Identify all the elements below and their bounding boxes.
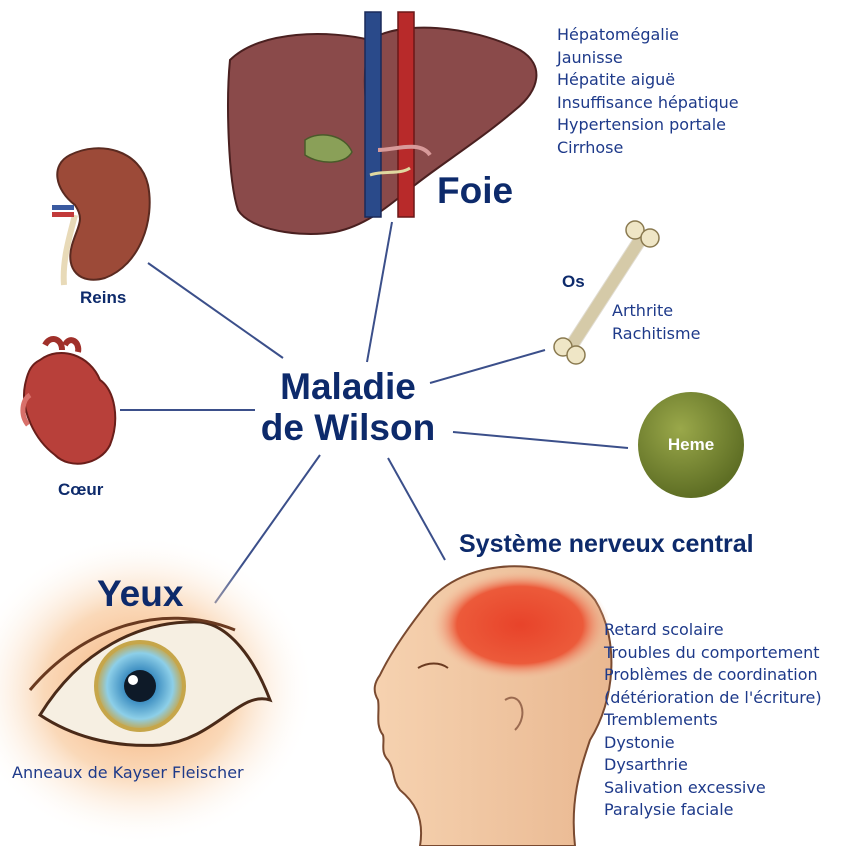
snc-symptom-list: Retard scolaire Troubles du comportement… [604, 619, 822, 822]
connector-reins [148, 263, 283, 358]
list-item: Dystonie [604, 732, 822, 755]
heme-label: Heme [638, 435, 744, 455]
connector-heme [453, 432, 628, 448]
coeur-label: Cœur [58, 480, 103, 500]
heart-illustration [23, 339, 115, 464]
kidney-illustration [52, 148, 150, 285]
list-item: Hypertension portale [557, 114, 739, 137]
os-label: Os [562, 272, 585, 292]
title-line-1: Maladie [248, 366, 448, 407]
diagram-title: Maladie de Wilson [248, 366, 448, 448]
list-item: Rachitisme [612, 323, 700, 346]
title-line-2: de Wilson [248, 407, 448, 448]
list-item: Paralysie faciale [604, 799, 822, 822]
list-item: Jaunisse [557, 47, 739, 70]
list-item: Salivation excessive [604, 777, 822, 800]
list-item: Dysarthrie [604, 754, 822, 777]
list-item: Tremblements [604, 709, 822, 732]
list-item: Problèmes de coordination [604, 664, 822, 687]
list-item: Retard scolaire [604, 619, 822, 642]
connector-foie [367, 222, 392, 362]
list-item: Arthrite [612, 300, 700, 323]
list-item: Insuffisance hépatique [557, 92, 739, 115]
os-symptom-list: Arthrite Rachitisme [612, 300, 700, 345]
list-item: Cirrhose [557, 137, 739, 160]
list-item: Hépatomégalie [557, 24, 739, 47]
head-illustration [375, 566, 612, 846]
yeux-caption: Anneaux de Kayser Fleischer [12, 763, 244, 782]
list-item: Hépatite aiguë [557, 69, 739, 92]
snc-label: Système nerveux central [459, 530, 754, 559]
yeux-label: Yeux [97, 573, 183, 615]
connector-snc [388, 458, 445, 560]
list-item: (détérioration de l'écriture) [604, 687, 822, 710]
foie-label: Foie [437, 170, 513, 212]
foie-symptom-list: Hépatomégalie Jaunisse Hépatite aiguë In… [557, 24, 739, 159]
reins-label: Reins [80, 288, 126, 308]
list-item: Troubles du comportement [604, 642, 822, 665]
